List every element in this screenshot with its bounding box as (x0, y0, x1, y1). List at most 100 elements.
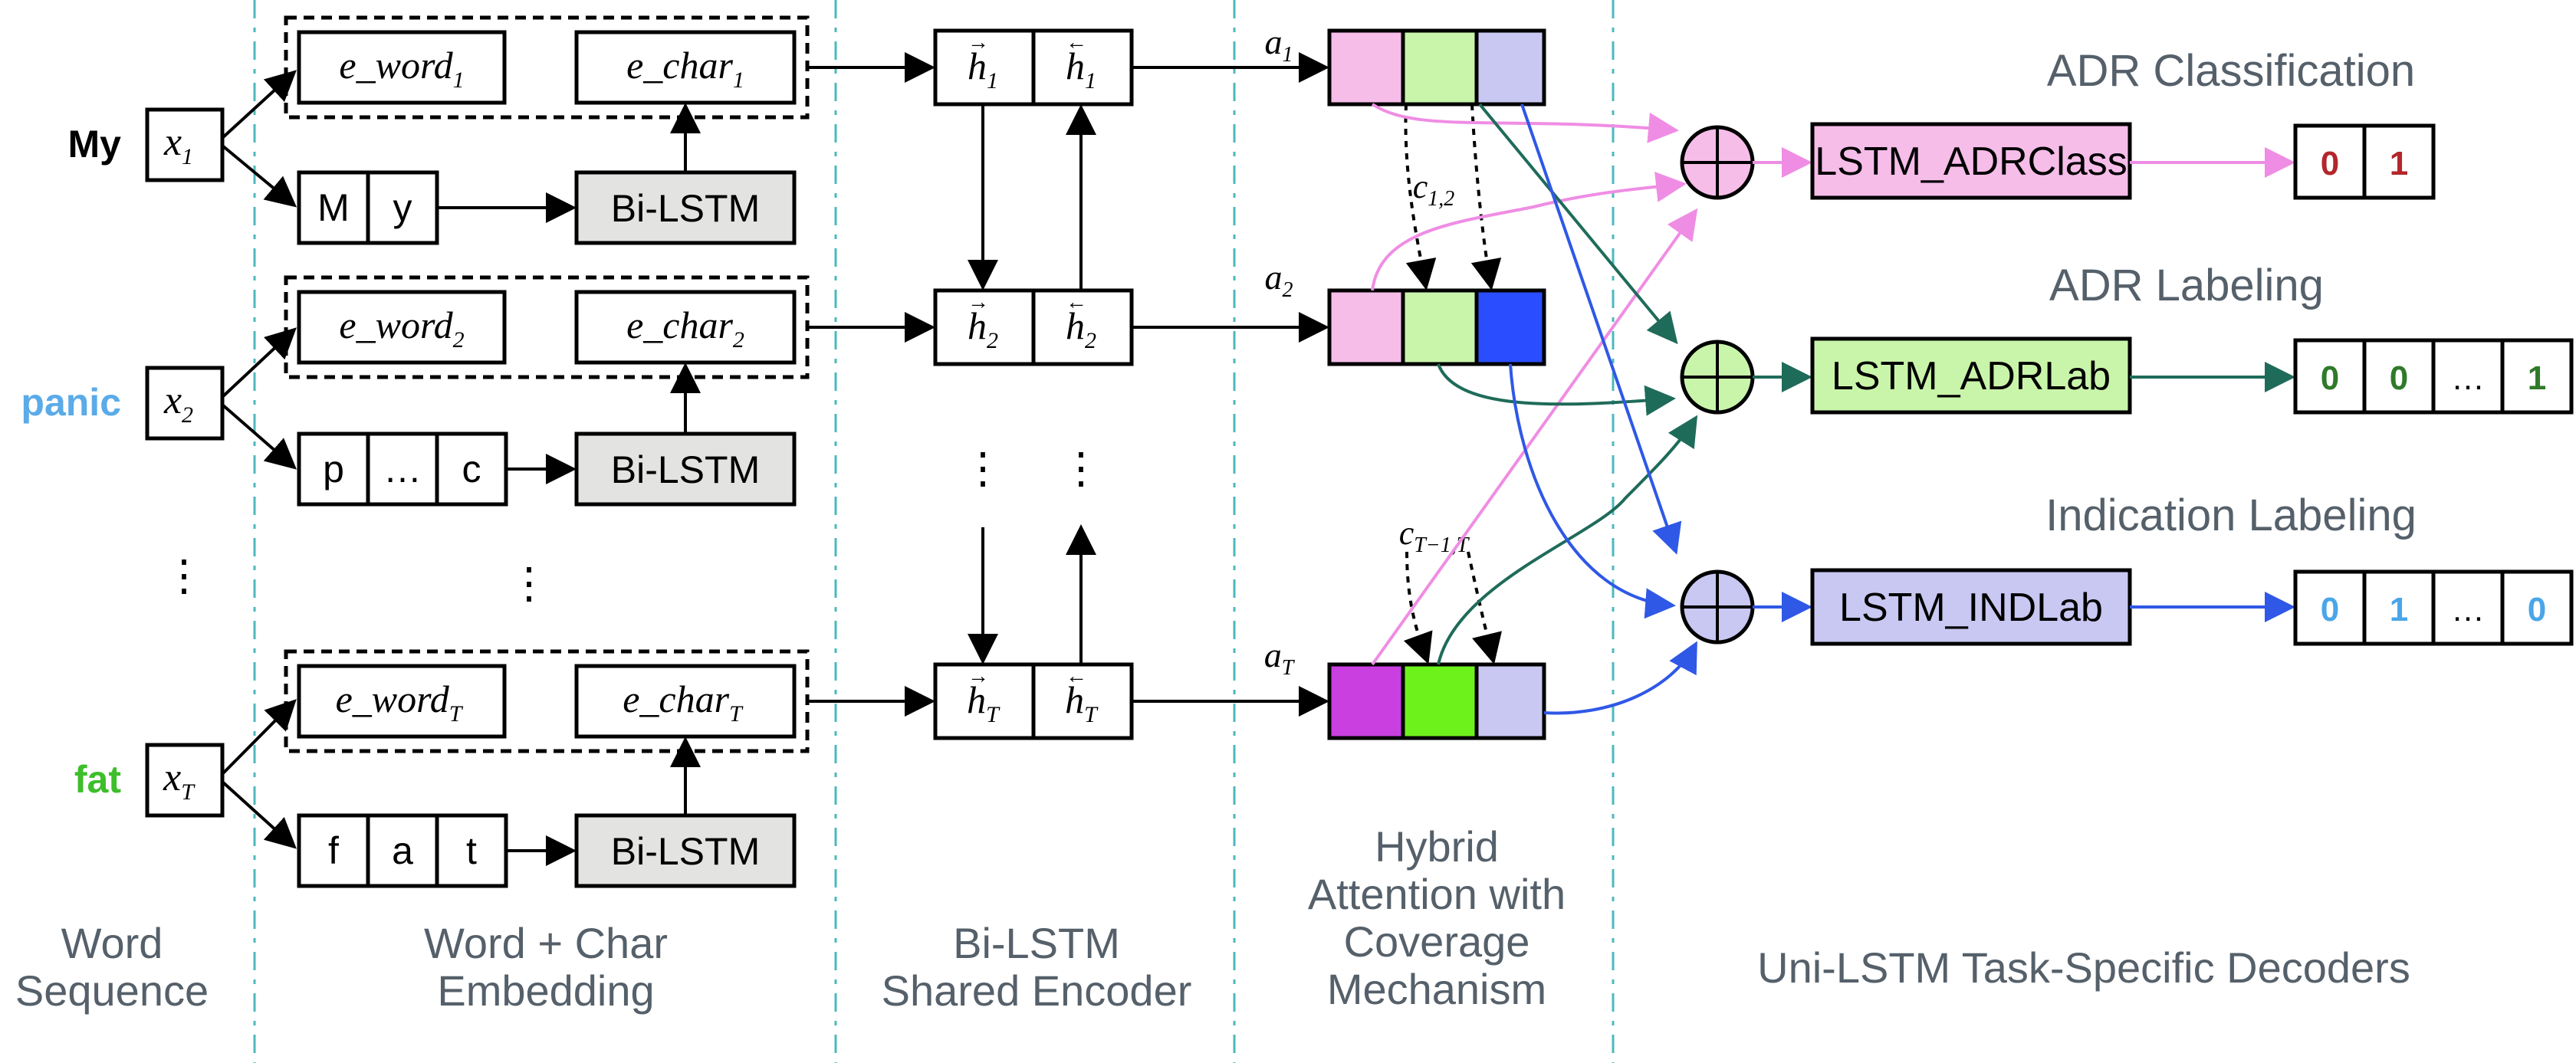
word-fat: fat (74, 758, 121, 801)
encoder-vdots-fwd: ⋮ (961, 444, 1004, 492)
xT-sub: T (181, 779, 196, 805)
char-bilstm-1 (574, 170, 797, 245)
caption-encoder-1: Bi-LSTM (953, 919, 1120, 967)
output-adr-label-0: 0 (2321, 359, 2339, 397)
output-adr-label-cell-4 (2500, 338, 2574, 415)
attn-T-cell-lime (1401, 662, 1479, 740)
svg-text:e_word2: e_word2 (339, 303, 464, 353)
svg-text:e_char1: e_char1 (626, 44, 744, 93)
output-adr-class-0: 0 (2321, 145, 2339, 182)
caption-embedding-2: Embedding (437, 966, 654, 1015)
char-p: p (323, 448, 344, 490)
attn-1-cell-pink (1327, 28, 1405, 107)
aT-label: a (1264, 635, 1282, 674)
char-y: y (393, 186, 412, 229)
attn-T-cell-lavender (1474, 662, 1546, 740)
h2-fwd-sub: 2 (987, 328, 998, 353)
char-f: f (328, 829, 339, 872)
decoder-ind-label-title: Indication Labeling (2045, 490, 2417, 540)
a1-sub: 1 (1283, 43, 1293, 67)
blue-curve-a1 (1520, 103, 1682, 555)
input-x1 (145, 107, 225, 182)
caption-attention-2: Attention with (1308, 870, 1566, 918)
char-bilstm-3-label: Bi-LSTM (611, 830, 760, 873)
attn-2-cell-blue (1474, 288, 1546, 366)
coverage-arrow-4 (1467, 551, 1502, 664)
output-adr-class-cell-2 (2362, 123, 2436, 200)
output-adr-label-1: 0 (2390, 359, 2408, 397)
e-word-T-sub: T (449, 701, 464, 727)
e-word-1 (297, 30, 507, 105)
svg-text:x2: x2 (163, 379, 193, 428)
output-ind-label-cell-4 (2500, 569, 2574, 646)
attn-2-cell-green (1401, 288, 1479, 366)
h1-fwd-label: h (968, 44, 987, 87)
svg-text:e_char2: e_char2 (626, 303, 744, 353)
caption-attention-4: Mechanism (1327, 965, 1546, 1013)
svg-text:e_word1: e_word1 (339, 44, 464, 93)
cT-label: c (1399, 514, 1414, 552)
e-char-1-label: e_char (626, 44, 733, 87)
svg-text:a2: a2 (1265, 258, 1293, 302)
attn-1-cell-lavender (1474, 28, 1546, 107)
c12-label: c (1413, 168, 1428, 205)
hT-fwd-sub: T (986, 702, 1001, 727)
sum-node-2 (1680, 340, 1755, 415)
sum-node-3 (1680, 569, 1755, 645)
h1-bwd-label: h (1066, 44, 1085, 87)
output-ind-label-cell-2 (2362, 569, 2436, 646)
output-adr-label-2: … (2451, 359, 2485, 397)
e-word-2 (297, 290, 507, 365)
caption-word-seq-1: Word (61, 919, 163, 967)
h2-fwd-arrow-glyph: → (968, 290, 989, 313)
encoder-h2-bwd (1031, 288, 1134, 366)
x1-label: x (163, 120, 182, 164)
decoder-ind-label (1810, 568, 2132, 646)
x2-sub: 2 (182, 402, 193, 428)
e-word-2-label: e_word (339, 303, 453, 346)
svg-text:h2: h2 (968, 304, 998, 353)
encoder-hT-bwd (1031, 662, 1134, 740)
char-a: a (392, 829, 413, 872)
caption-word-seq-2: Sequence (15, 966, 209, 1015)
e-word-T-label: e_word (336, 677, 450, 720)
arrow-xT-chars (221, 780, 297, 849)
e-char-2-sub: 2 (733, 327, 744, 353)
decoder-adr-class-label: LSTM_ADRClass (1815, 139, 2127, 184)
svg-text:c1,2: c1,2 (1413, 168, 1455, 211)
svg-text:h1: h1 (968, 44, 998, 94)
arrow-x2-word (221, 327, 297, 399)
coverage-arrow-1 (1404, 103, 1437, 290)
cT-sub: T−1,T (1414, 533, 1470, 557)
decoder-adr-class-title: ADR Classification (2047, 46, 2415, 96)
blue-curve-aT (1543, 641, 1697, 715)
encoder-hT-fwd (933, 662, 1036, 740)
caption-attention-1: Hybrid (1375, 822, 1499, 871)
teal-curve-aT (1437, 415, 1698, 665)
decoder-adr-label-label: LSTM_ADRLab (1832, 354, 2111, 399)
char-box-a (366, 813, 439, 888)
hT-bwd-arrow-glyph: ← (1066, 664, 1087, 687)
svg-text:cT−1,T: cT−1,T (1399, 514, 1470, 557)
char-box-t (435, 813, 508, 888)
teal-curve-a1 (1478, 103, 1678, 345)
output-adr-class-cell-1 (2293, 123, 2367, 200)
arrow-xT-word (221, 699, 297, 776)
char-box-p (297, 431, 370, 507)
char-box-ellipsis (366, 431, 439, 507)
encoder-h2-fwd (933, 288, 1036, 366)
svg-text:xT: xT (163, 756, 196, 805)
svg-text:hT: hT (967, 678, 1001, 727)
x1-sub: 1 (182, 144, 193, 169)
h2-bwd-label: h (1066, 304, 1085, 347)
embedding-vdots: ⋮ (508, 559, 550, 607)
char-t: t (466, 829, 477, 872)
svg-text:x1: x1 (163, 120, 193, 169)
output-ind-label-1: 1 (2390, 591, 2408, 628)
word-panic: panic (21, 381, 121, 424)
char-ellipsis: … (383, 448, 422, 490)
a2-sub: 2 (1283, 278, 1293, 302)
h2-bwd-sub: 2 (1085, 328, 1096, 353)
e-word-1-label: e_word (339, 44, 453, 87)
